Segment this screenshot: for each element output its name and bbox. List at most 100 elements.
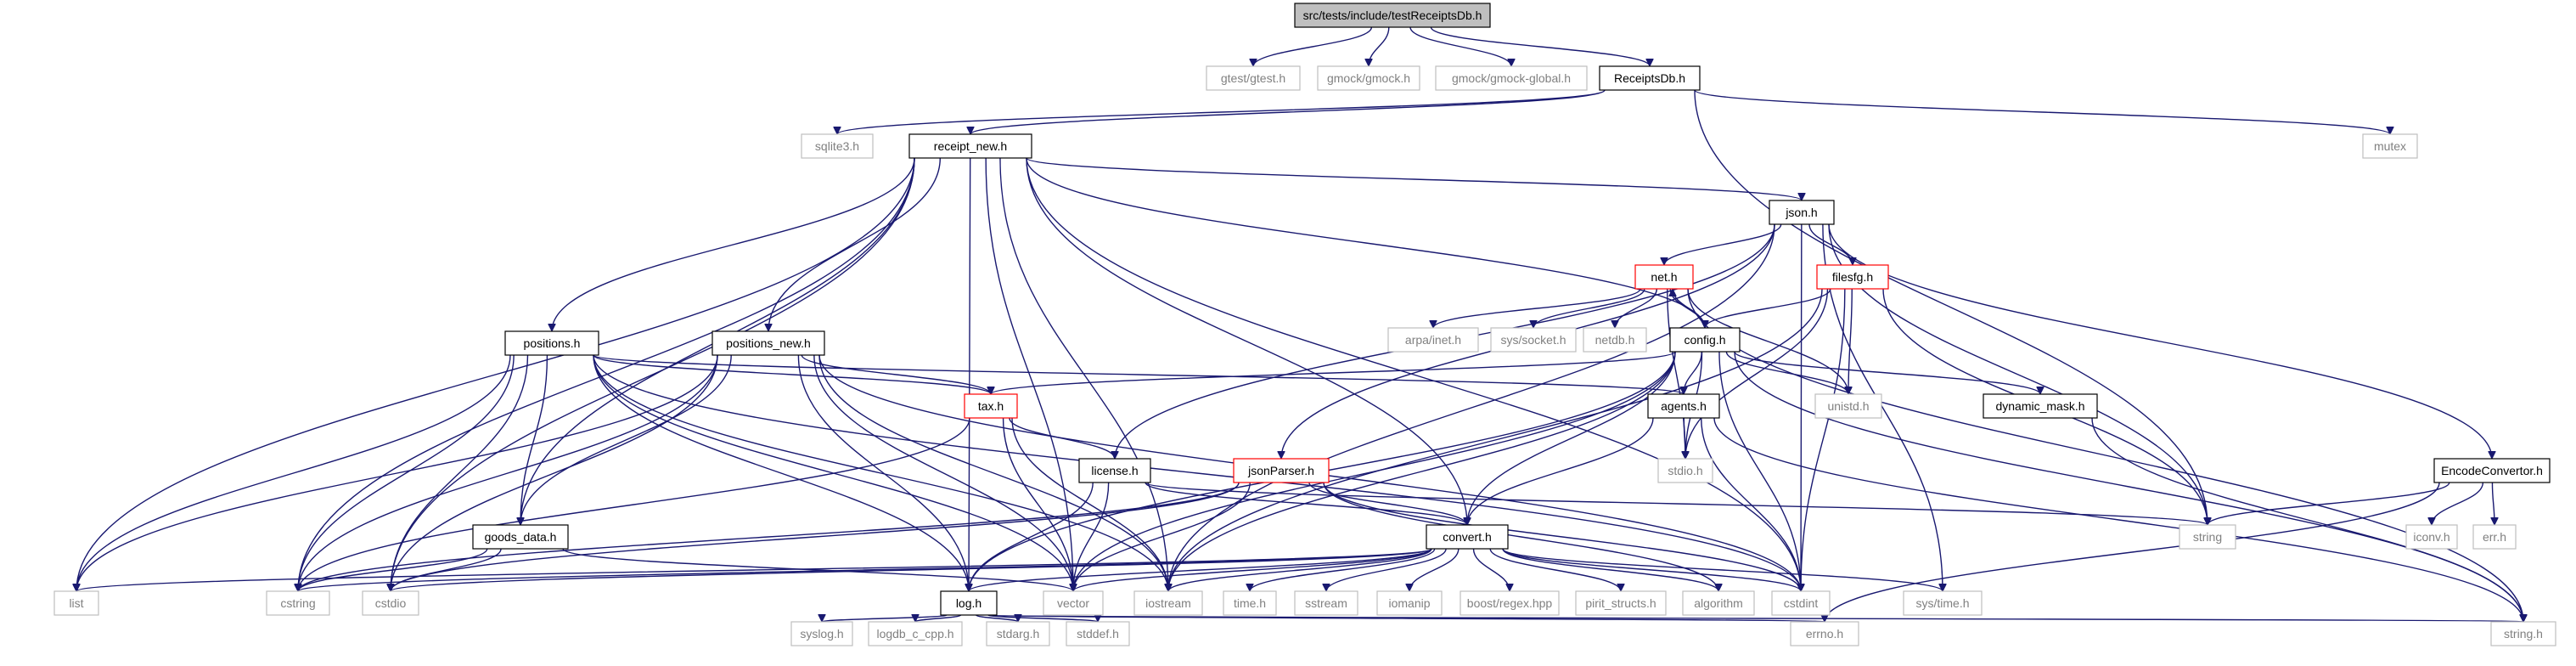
node-string-label: string	[2193, 530, 2222, 544]
node-pirit-label: pirit_structs.h	[1585, 596, 1656, 610]
node-gmock-label: gmock/gmock.h	[1327, 71, 1410, 85]
node-string-box	[2179, 524, 2236, 550]
node-errno-box	[1790, 621, 1859, 646]
edge-log-to-syslog	[822, 615, 948, 623]
node-goods[interactable]: goods_data.h	[472, 524, 569, 550]
edge-positions-to-agents	[593, 354, 1684, 395]
edge-rdb-to-sqlite	[837, 89, 1606, 135]
node-stddef-label: stddef.h	[1077, 627, 1119, 641]
node-rnew-label: receipt_new.h	[934, 139, 1007, 153]
node-cstdint: cstdint	[1771, 590, 1831, 616]
edge-goods-to-vector	[562, 548, 1073, 592]
node-systime-box	[1903, 590, 1983, 616]
edge-posnew-to-vector	[813, 354, 1073, 591]
edge-root-to-gmock	[1369, 26, 1390, 67]
node-unistd: unistd.h	[1814, 393, 1882, 419]
node-rnew[interactable]: receipt_new.h	[908, 133, 1032, 159]
edge-rnew-to-convert	[1026, 157, 1467, 525]
edge-goods-to-cstring	[298, 548, 488, 592]
edge-convert-to-boost	[1472, 548, 1510, 592]
node-rdb[interactable]: ReceiptsDb.h	[1599, 65, 1701, 91]
node-json[interactable]: json.h	[1769, 200, 1835, 225]
node-stdarg: stdarg.h	[986, 621, 1050, 646]
node-timeh-label: time.h	[1234, 596, 1266, 610]
edge-rdb-to-mutex	[1694, 89, 2390, 135]
node-list: list	[53, 590, 99, 616]
node-license-box	[1078, 458, 1151, 483]
node-dynmask-label: dynamic_mask.h	[1995, 399, 2084, 413]
edge-log-to-stdarg	[976, 615, 1018, 623]
node-sqlite-box	[801, 133, 874, 159]
edge-root-to-gmockg	[1409, 26, 1511, 67]
node-systime: sys/time.h	[1903, 590, 1983, 616]
edge-encconv-to-errno	[1825, 482, 2440, 622]
edge-net-to-unistd	[1687, 288, 1848, 394]
node-config-label: config.h	[1684, 333, 1725, 347]
node-json-box	[1769, 200, 1835, 225]
node-netdb-label: netdb.h	[1595, 333, 1635, 347]
node-cstdint-box	[1771, 590, 1831, 616]
node-dynmask[interactable]: dynamic_mask.h	[1983, 393, 2098, 419]
node-posnew[interactable]: positions_new.h	[711, 330, 825, 356]
node-jsonparser-label: jsonParser.h	[1247, 464, 1314, 477]
edge-rdb-to-rnew	[970, 89, 1606, 135]
node-syslog-label: syslog.h	[800, 627, 843, 641]
edge-net-to-netdb	[1615, 288, 1657, 329]
node-arpa: arpa/inet.h	[1387, 327, 1479, 353]
edge-posnew-to-goods	[520, 354, 732, 525]
node-filesfg[interactable]: filesfg.h	[1816, 264, 1889, 290]
edge-goods-to-cstdio	[391, 548, 502, 592]
node-filesfg-box	[1816, 264, 1889, 290]
node-gmockg-label: gmock/gmock-global.h	[1452, 71, 1571, 85]
node-gtest-box	[1206, 65, 1301, 91]
node-stdarg-box	[986, 621, 1050, 646]
edge-json-to-cstdint	[1801, 223, 1802, 591]
node-encconv-label: EncodeConvertor.h	[2441, 464, 2543, 477]
node-license[interactable]: license.h	[1078, 458, 1151, 483]
node-mutex-label: mutex	[2374, 139, 2406, 153]
edge-filesfg-to-config	[1705, 288, 1831, 329]
node-encconv[interactable]: EncodeConvertor.h	[2433, 458, 2551, 483]
node-syssock-box	[1490, 327, 1577, 353]
node-log[interactable]: log.h	[940, 590, 998, 616]
edge-json-to-encconv	[1828, 223, 2492, 459]
edge-net-to-stringh	[1687, 288, 2523, 622]
node-config[interactable]: config.h	[1669, 327, 1741, 353]
edge-convert-to-cstring	[298, 548, 1432, 592]
edge-agents-to-cstdint	[1701, 417, 1801, 591]
edge-convert-to-log	[969, 548, 1432, 592]
edge-license-to-vector	[1073, 482, 1110, 591]
edge-license-to-log	[969, 482, 1094, 591]
edge-convert-to-sstream	[1326, 548, 1447, 592]
edge-rnew-to-config	[1026, 157, 1705, 328]
edge-encconv-to-string	[2208, 482, 2450, 526]
node-unistd-box	[1814, 393, 1882, 419]
node-tax[interactable]: tax.h	[964, 393, 1018, 419]
edge-config-to-stringh	[1734, 351, 2523, 622]
node-agents-label: agents.h	[1661, 399, 1707, 413]
edge-encconv-to-errh	[2492, 482, 2494, 525]
node-convert[interactable]: convert.h	[1426, 524, 1509, 550]
node-net[interactable]: net.h	[1634, 264, 1694, 290]
node-sqlite-label: sqlite3.h	[815, 139, 859, 153]
edge-positions-to-goods	[520, 354, 548, 525]
node-arpa-box	[1387, 327, 1479, 353]
node-positions[interactable]: positions.h	[504, 330, 599, 356]
node-iomanip: iomanip	[1376, 590, 1443, 616]
node-agents[interactable]: agents.h	[1647, 393, 1720, 419]
node-stringh-label: string.h	[2504, 627, 2543, 641]
edge-json-to-net	[1664, 223, 1782, 266]
node-sstream-box	[1294, 590, 1358, 616]
node-netdb: netdb.h	[1583, 327, 1647, 353]
edge-rnew-to-log	[969, 157, 970, 591]
edge-dynmask-to-stringh	[2091, 417, 2523, 622]
node-jsonparser[interactable]: jsonParser.h	[1233, 458, 1330, 483]
node-gmock: gmock/gmock.h	[1317, 65, 1420, 91]
node-gmock-box	[1317, 65, 1420, 91]
node-sstream-label: sstream	[1305, 596, 1347, 610]
node-root[interactable]: src/tests/include/testReceiptsDb.h	[1294, 3, 1491, 28]
edge-agents-to-stdio	[1684, 417, 1685, 459]
node-unistd-label: unistd.h	[1827, 399, 1869, 413]
node-iostream: iostream	[1133, 590, 1203, 616]
